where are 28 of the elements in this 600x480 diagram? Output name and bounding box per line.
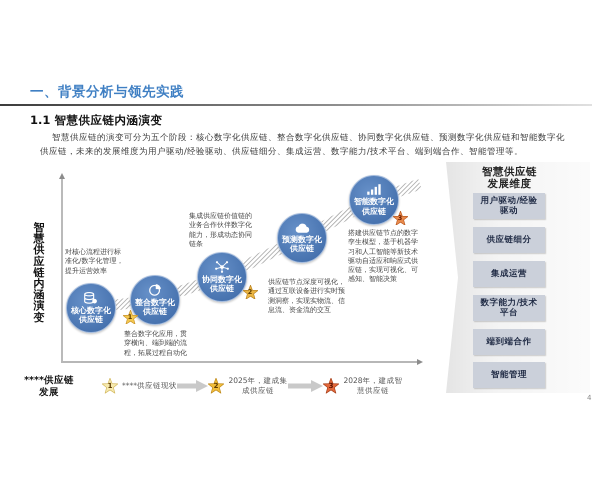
stage-circle [349,175,399,225]
stage-label: 核心数字化供应链 [70,306,112,324]
stage-circle [66,283,116,333]
hatched-band [242,244,282,271]
hatched-band [396,178,422,197]
panel-heading: 智慧供应链发展维度 [481,166,538,190]
stage-label: 协同数字化供应链 [200,274,243,294]
hatched-band [115,298,131,310]
dimension-card: 端到端合作 [473,329,545,355]
dimension-card: 用户驱动/经验驱动 [473,193,545,219]
subheading: 1.1 智慧供应链内涵演变 [30,113,162,128]
intro-paragraph: 智慧供应链的演变可分为五个阶段：核心数字化供应链、整合数字化供应链、协同数字化供应链、预测数字化供应链和智能数字化供应链，未来的发展维度为用户驱动/经验驱动、供应链细分、集成运营、数字能力/技术平台、端到端合作、智能管理等。 [40,132,566,159]
row-title: ****供应链发展 [23,375,75,398]
hatched-band [176,280,200,298]
stage-circle [130,275,180,325]
dimension-card: 集成运营 [473,261,545,287]
dimension-card: 智能管理 [473,362,545,388]
hatched-band [322,206,354,232]
stage-label: 智能数字化供应链 [352,197,395,216]
stage-circle [197,252,247,302]
dimension-card: 数字能力/技术平台 [473,295,545,321]
dimension-card: 供应链细分 [473,227,545,253]
axis-title: 智慧供应链内涵演变 [33,222,44,323]
arrow [177,380,208,392]
stage-label: 预测数字化供应链 [280,234,323,254]
section-heading: 一、背景分析与领先实践 [30,83,184,101]
stage-circle [277,213,327,263]
arrow [288,380,323,392]
